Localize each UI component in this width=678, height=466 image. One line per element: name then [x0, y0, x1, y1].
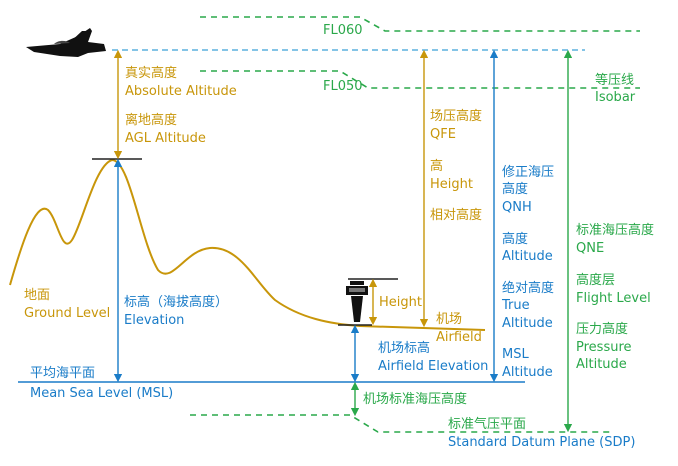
- altitude-en: Altitude: [502, 249, 553, 264]
- qfe-en: QFE: [430, 127, 456, 142]
- qne-en: QNE: [576, 241, 604, 256]
- true-altitude-zh: 绝对高度: [502, 280, 554, 296]
- ground-level-zh: 地面: [24, 288, 50, 303]
- airfield-elevation-zh: 机场标高: [378, 340, 430, 356]
- absolute-altitude-en: Absolute Altitude: [125, 84, 237, 99]
- relative-height-zh: 相对高度: [430, 207, 482, 223]
- qfe-zh: 场压高度: [430, 108, 482, 124]
- ground-level-en: Ground Level: [24, 306, 110, 321]
- airfield-elevation-en: Airfield Elevation: [378, 359, 488, 374]
- elevation-en: Elevation: [124, 313, 184, 328]
- elevation-zh: 标高（海拔高度）: [124, 294, 228, 310]
- tower-height-label: Height: [379, 295, 422, 310]
- qnh-zh-1: 修正海压: [502, 165, 554, 180]
- sdp-en: Standard Datum Plane (SDP): [448, 435, 635, 450]
- height-en: Height: [430, 177, 473, 192]
- msl-en: Mean Sea Level (MSL): [30, 386, 173, 401]
- isobar-label-en: Isobar: [595, 90, 636, 105]
- airfield-qne-zh: 机场标准海压高度: [363, 391, 467, 407]
- sdp-line: [190, 414, 610, 433]
- fighter-jet-icon: [26, 28, 106, 57]
- msl-zh: 平均海平面: [30, 366, 95, 381]
- fl060-label: FL060: [323, 23, 363, 38]
- control-tower-icon: [338, 278, 398, 326]
- altitude-zh: 高度: [502, 231, 528, 247]
- flight-level-zh: 高度层: [576, 272, 615, 288]
- sdp-zh: 标准气压平面: [448, 416, 526, 432]
- pressure-altitude-en-2: Altitude: [576, 357, 627, 372]
- fl050-isobar-line: [200, 70, 640, 89]
- ground-terrain: [9, 158, 486, 331]
- flight-level-en: Flight Level: [576, 291, 651, 306]
- agl-altitude-zh: 离地高度: [125, 112, 177, 128]
- pressure-altitude-en-1: Pressure: [576, 340, 632, 355]
- msl-altitude-en-2: Altitude: [502, 365, 553, 380]
- qne-zh: 标准海压高度: [576, 222, 654, 238]
- qnh-en: QNH: [502, 200, 532, 215]
- qnh-zh-2: 高度: [502, 181, 528, 197]
- agl-altitude-en: AGL Altitude: [125, 131, 206, 146]
- msl-altitude-en-1: MSL: [502, 347, 529, 362]
- true-altitude-en-1: True: [501, 298, 530, 313]
- pressure-altitude-zh: 压力高度: [576, 321, 628, 337]
- fl060-isobar-line: [200, 16, 640, 32]
- absolute-altitude-zh: 真实高度: [125, 65, 177, 81]
- fl050-label: FL050: [323, 79, 363, 94]
- isobar-label-zh: 等压线: [595, 72, 634, 88]
- height-zh: 高: [430, 158, 443, 174]
- airfield-en: Airfield: [436, 330, 482, 345]
- true-altitude-en-2: Altitude: [502, 316, 553, 331]
- airfield-zh: 机场: [436, 312, 462, 327]
